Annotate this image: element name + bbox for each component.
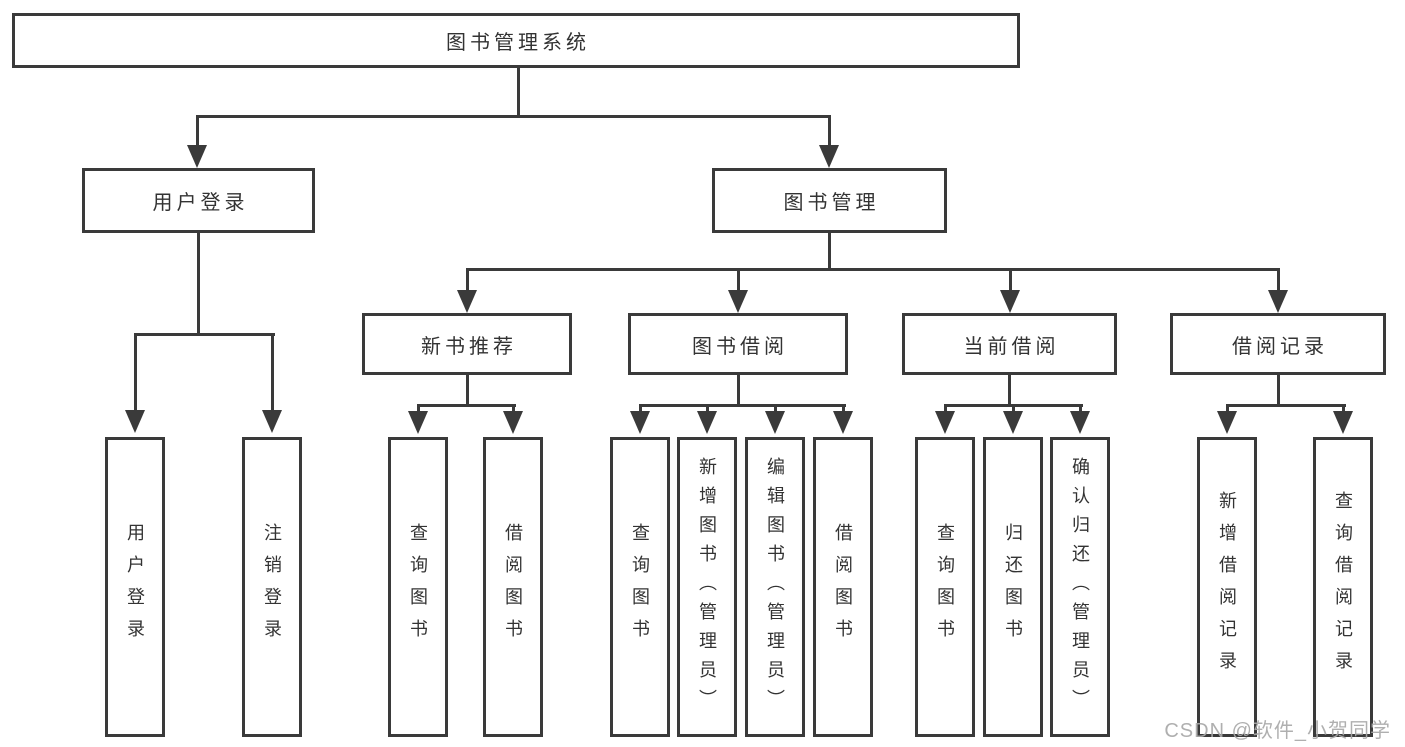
leaf-edit-book-admin: 编辑图书（管理员） — [745, 437, 805, 737]
connector-line — [1079, 404, 1082, 412]
arrowhead-down-icon — [1217, 411, 1237, 434]
node-label: 编辑图书（管理员） — [765, 456, 785, 718]
arrowhead-down-icon — [1268, 290, 1288, 313]
connector-line — [1009, 268, 1012, 291]
arrowhead-down-icon — [262, 410, 282, 433]
connector-line — [1226, 404, 1229, 412]
arrowhead-down-icon — [1003, 411, 1023, 434]
arrowhead-down-icon — [728, 290, 748, 313]
node-label: 新增图书（管理员） — [697, 456, 717, 718]
node-label: 借阅图书 — [503, 523, 523, 651]
connector-line — [1277, 375, 1280, 407]
arrowhead-down-icon — [457, 290, 477, 313]
connector-line — [639, 404, 642, 412]
node-label: 图书管理系统 — [446, 32, 590, 54]
node-label: 图书管理 — [783, 192, 880, 214]
node-label: 查询图书 — [630, 523, 650, 651]
node-borrowing-records: 借阅记录 — [1170, 313, 1386, 375]
arrowhead-down-icon — [630, 411, 650, 434]
arrowhead-down-icon — [125, 410, 145, 433]
connector-line — [512, 404, 515, 412]
connector-line — [466, 268, 469, 291]
node-label: 当前借阅 — [963, 335, 1060, 358]
connector-line — [639, 404, 846, 407]
connector-line — [944, 404, 947, 412]
leaf-confirm-return-admin: 确认归还（管理员） — [1050, 437, 1110, 737]
node-user-login-branch: 用户登录 — [82, 168, 315, 233]
leaf-return-book: 归还图书 — [983, 437, 1043, 737]
connector-line — [737, 268, 740, 291]
arrowhead-down-icon — [935, 411, 955, 434]
arrowhead-down-icon — [697, 411, 717, 434]
connector-line — [417, 404, 516, 407]
connector-line — [466, 268, 1280, 271]
connector-line — [1226, 404, 1346, 407]
arrowhead-down-icon — [1070, 411, 1090, 434]
node-label: 用户登录 — [152, 192, 249, 214]
connector-line — [517, 68, 520, 118]
connector-line — [134, 333, 137, 410]
connector-line — [1277, 268, 1280, 291]
leaf-borrow-books-recommend: 借阅图书 — [483, 437, 543, 737]
node-label: 注销登录 — [262, 523, 282, 651]
watermark-text: CSDN @软件_小贺同学 — [1164, 720, 1391, 742]
arrowhead-down-icon — [819, 145, 839, 168]
leaf-add-borrow-record: 新增借阅记录 — [1197, 437, 1257, 737]
leaf-borrow-books: 借阅图书 — [813, 437, 873, 737]
node-label: 新书推荐 — [421, 335, 517, 358]
connector-line — [1012, 404, 1015, 412]
connector-line — [196, 115, 831, 118]
node-label: 新增借阅记录 — [1217, 491, 1237, 683]
node-current-borrowing: 当前借阅 — [902, 313, 1117, 375]
node-label: 借阅记录 — [1232, 335, 1328, 358]
connector-line — [828, 233, 831, 271]
node-label: 借阅图书 — [833, 523, 853, 651]
arrowhead-down-icon — [833, 411, 853, 434]
node-label: 查询借阅记录 — [1333, 491, 1353, 683]
node-label: 确认归还（管理员） — [1070, 456, 1090, 718]
connector-line — [134, 333, 275, 336]
arrowhead-down-icon — [1333, 411, 1353, 434]
connector-line — [706, 404, 709, 412]
leaf-query-books-borrowing: 查询图书 — [610, 437, 670, 737]
node-label: 用户登录 — [125, 523, 145, 651]
node-label: 归还图书 — [1003, 523, 1023, 651]
node-label: 图书借阅 — [692, 335, 788, 358]
connector-line — [737, 375, 740, 407]
connector-line — [842, 404, 845, 412]
leaf-add-book-admin: 新增图书（管理员） — [677, 437, 737, 737]
node-book-management: 图书管理 — [712, 168, 947, 233]
connector-line — [196, 115, 199, 146]
node-book-borrowing: 图书借阅 — [628, 313, 848, 375]
arrowhead-down-icon — [765, 411, 785, 434]
node-label: 查询图书 — [935, 523, 955, 651]
connector-line — [417, 404, 420, 412]
connector-line — [828, 115, 831, 146]
connector-line — [197, 233, 200, 336]
arrowhead-down-icon — [503, 411, 523, 434]
arrowhead-down-icon — [408, 411, 428, 434]
connector-line — [774, 404, 777, 412]
leaf-user-login: 用户登录 — [105, 437, 165, 737]
node-root: 图书管理系统 — [12, 13, 1020, 68]
leaf-query-books-current: 查询图书 — [915, 437, 975, 737]
leaf-query-books-recommend: 查询图书 — [388, 437, 448, 737]
connector-line — [271, 333, 274, 410]
node-new-book-recommend: 新书推荐 — [362, 313, 572, 375]
node-label: 查询图书 — [408, 523, 428, 651]
connector-line — [1342, 404, 1345, 412]
arrowhead-down-icon — [187, 145, 207, 168]
leaf-logout: 注销登录 — [242, 437, 302, 737]
connector-line — [466, 375, 469, 407]
leaf-query-borrow-record: 查询借阅记录 — [1313, 437, 1373, 737]
connector-line — [1008, 375, 1011, 407]
arrowhead-down-icon — [1000, 290, 1020, 313]
